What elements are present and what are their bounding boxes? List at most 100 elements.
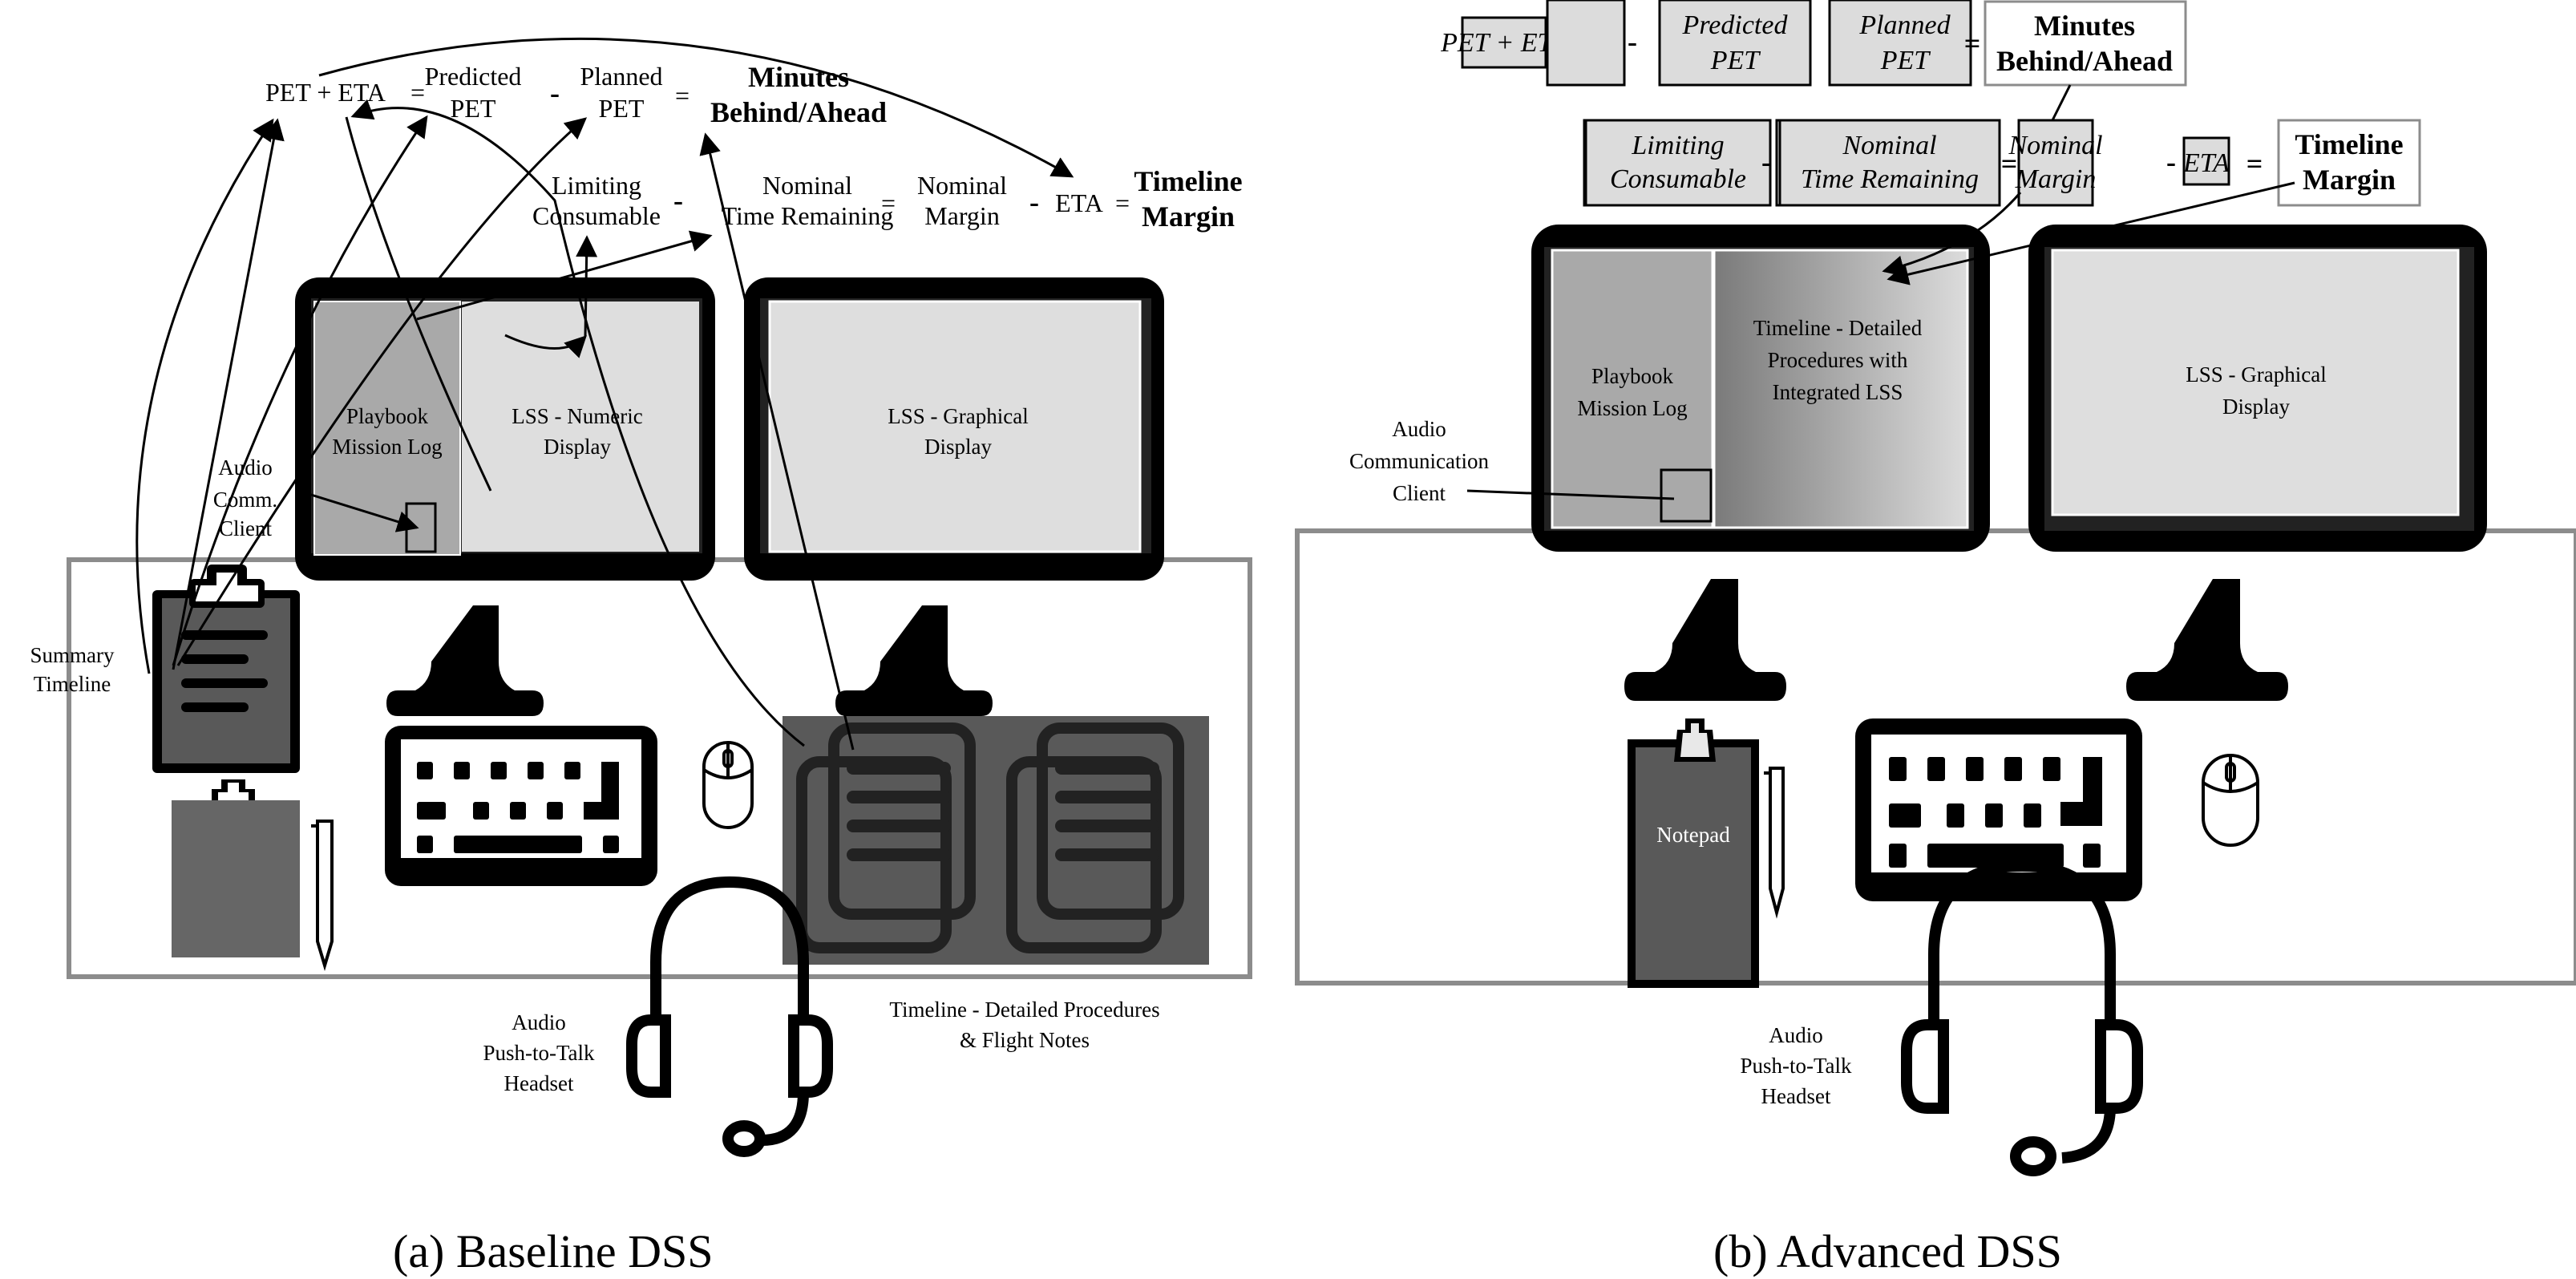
caption-advanced: (b) Advanced DSS bbox=[1713, 1225, 2062, 1277]
adv-planned-2: PET bbox=[1880, 46, 1931, 75]
eq2-eta: ETA bbox=[1055, 188, 1103, 217]
eq2-minus-1: - bbox=[673, 184, 683, 217]
headset-icon bbox=[626, 876, 833, 1157]
adv-nominal-time-1: Nominal bbox=[1842, 131, 1936, 160]
adv-notepad-icon: Notepad bbox=[1628, 718, 1759, 988]
eq-planned-1: Planned bbox=[580, 62, 662, 91]
headset-label-3: Headset bbox=[504, 1071, 574, 1095]
adv-headset-icon bbox=[1901, 860, 2143, 1176]
box-pet-eta bbox=[1461, 16, 1547, 69]
eq-predicted-1: Predicted bbox=[425, 62, 522, 91]
monitor-left: Playbook Mission Log LSS - Numeric Displ… bbox=[295, 277, 715, 581]
lss-graphical-label-2: Display bbox=[924, 435, 992, 459]
summary-timeline-label-1: Summary bbox=[30, 643, 115, 667]
adv-monitor-right: LSS - Graphical Display bbox=[2028, 225, 2487, 552]
adv-minutes-1: Minutes bbox=[2034, 10, 2135, 42]
eq2-timeline-1: Timeline bbox=[1134, 165, 1242, 197]
adv-row2-minus-1: - bbox=[1761, 146, 1771, 178]
adv-row2-text: Limiting Consumable - Nominal Time Remai… bbox=[1610, 128, 2404, 196]
adv-headset-label-2: Push-to-Talk bbox=[1740, 1054, 1852, 1078]
box-planned-pet bbox=[1828, 0, 1972, 87]
adv-audio-client-leader bbox=[1466, 489, 1675, 500]
pen-icon bbox=[311, 820, 334, 971]
adv-limiting-2: Consumable bbox=[1610, 164, 1746, 194]
adv-timeline-label-2: Procedures with bbox=[1768, 348, 1908, 372]
adv-headset-label-1: Audio bbox=[1769, 1023, 1823, 1047]
adv-predicted-1: Predicted bbox=[1682, 10, 1789, 40]
eq-pet-eta: PET + ETA bbox=[265, 78, 386, 107]
notepad-icon bbox=[172, 779, 300, 957]
eq-equals-1: = bbox=[410, 78, 425, 107]
panel-advanced: PET + ETA = Predicted PET - Planned PET … bbox=[1295, 0, 2576, 1277]
eq2-timeline-2: Margin bbox=[1142, 200, 1235, 233]
eq-minutes-2: Behind/Ahead bbox=[710, 96, 887, 128]
lss-numeric-label-2: Display bbox=[544, 435, 611, 459]
equation-row-2: Limiting Consumable - Nominal Time Remai… bbox=[532, 165, 1243, 233]
adv-row1-boxes bbox=[1658, 0, 1972, 87]
adv-row2-eq-1: = bbox=[2001, 148, 2018, 180]
adv-row2-eq-2: = bbox=[2246, 148, 2263, 180]
headset-label-1: Audio bbox=[512, 1010, 566, 1034]
panel-baseline: Playbook Mission Log LSS - Numeric Displ… bbox=[30, 37, 1252, 1277]
eq-planned-2: PET bbox=[599, 94, 645, 123]
procedures-label-1: Timeline - Detailed Procedures bbox=[889, 998, 1159, 1022]
eq-equals-2: = bbox=[675, 81, 689, 110]
adv-minus: - bbox=[1628, 26, 1637, 58]
adv-nominal-margin-2: Margin bbox=[2015, 164, 2097, 194]
eq2-limiting-1: Limiting bbox=[552, 171, 641, 200]
mouse-icon bbox=[702, 741, 754, 829]
lss-numeric-label-1: LSS - Numeric bbox=[512, 404, 642, 428]
adv-mouse-icon bbox=[2202, 754, 2259, 847]
adv-nominal-time-2: Time Remaining bbox=[1801, 164, 1979, 194]
eq2-equals-2: = bbox=[1115, 188, 1130, 217]
eq2-nominal-1: Nominal bbox=[762, 171, 852, 200]
adv-eta: ETA bbox=[2182, 148, 2230, 178]
procedures-binder-icon bbox=[783, 716, 1209, 965]
headset-label-2: Push-to-Talk bbox=[483, 1041, 595, 1065]
eq2-limiting-2: Consumable bbox=[532, 201, 661, 230]
summary-timeline-clipboard-icon bbox=[152, 565, 300, 773]
eq-minus: - bbox=[550, 77, 560, 109]
audio-client-label-2: Comm. bbox=[213, 488, 277, 512]
adv-audio-client-label-3: Client bbox=[1393, 481, 1446, 505]
audio-client-label-1: Audio bbox=[218, 455, 273, 480]
adv-lss-graphical-label-2: Display bbox=[2222, 395, 2290, 419]
adv-audio-client-label-1: Audio bbox=[1392, 417, 1446, 441]
adv-monitor-stand-left bbox=[1624, 579, 1786, 701]
keyboard-icon bbox=[385, 726, 657, 886]
adv-row2-boxes-main bbox=[1584, 119, 2094, 207]
adv-predicted-2: PET bbox=[1710, 46, 1761, 75]
box-timeline-margin bbox=[2277, 119, 2421, 207]
adv-notepad-label: Notepad bbox=[1656, 823, 1730, 847]
adv-lss-graphical-pane bbox=[2051, 249, 2460, 516]
lss-graphical-pane bbox=[768, 300, 1142, 553]
adv-minutes-2: Behind/Ahead bbox=[1996, 45, 2173, 77]
monitor-right: LSS - Graphical Display bbox=[744, 277, 1164, 581]
equation-row-1: PET + ETA = Predicted PET - Planned PET … bbox=[265, 61, 887, 128]
adv-eq-2: = bbox=[1964, 27, 1981, 59]
adv-pen-icon bbox=[1764, 767, 1785, 919]
adv-timeline-margin-1: Timeline bbox=[2295, 128, 2403, 160]
eq2-nominal-2: Time Remaining bbox=[722, 201, 894, 230]
adv-timeline-label-3: Integrated LSS bbox=[1773, 380, 1903, 404]
box-minutes bbox=[1984, 0, 2187, 87]
adv-timeline-pane bbox=[1713, 249, 1969, 529]
eq2-margin-1: Nominal bbox=[917, 171, 1007, 200]
caption-baseline: (a) Baseline DSS bbox=[393, 1225, 714, 1277]
adv-keyboard-icon bbox=[1855, 718, 2142, 901]
monitor-stand-left bbox=[386, 605, 544, 716]
eq2-minus-2: - bbox=[1029, 186, 1039, 218]
audio-client-window bbox=[405, 502, 437, 553]
advanced-connectors bbox=[1882, 84, 2295, 285]
eq2-equals-1: = bbox=[881, 188, 896, 217]
monitor-stand-right bbox=[835, 605, 993, 716]
adv-headset-label-3: Headset bbox=[1761, 1084, 1831, 1108]
playbook-label-2: Mission Log bbox=[332, 435, 442, 459]
playbook-pane bbox=[313, 301, 461, 556]
eq2-margin-2: Margin bbox=[924, 201, 1000, 230]
adv-audio-client-label-2: Communication bbox=[1349, 449, 1489, 473]
adv-playbook-label-2: Mission Log bbox=[1577, 396, 1687, 420]
baseline-connectors bbox=[135, 37, 1074, 751]
adv-row2-minus-2: - bbox=[2166, 146, 2176, 178]
